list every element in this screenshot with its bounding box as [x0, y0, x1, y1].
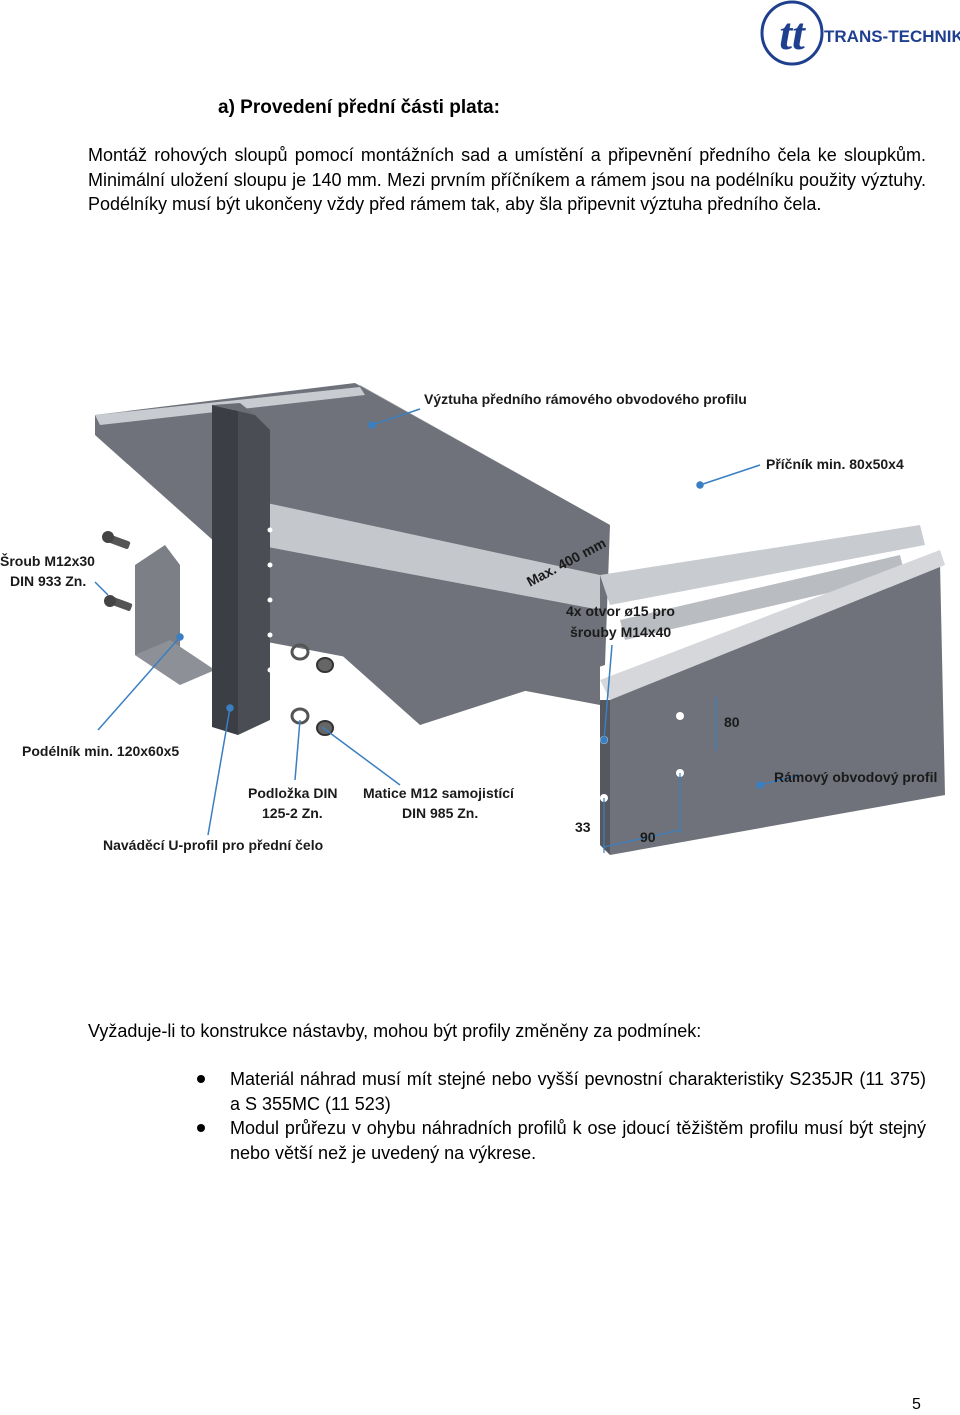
label-dim80: 80 — [724, 714, 740, 730]
label-otvor-1: 4x otvor ø15 pro — [566, 603, 675, 619]
trans-technik-logo: tt TRANS-TECHNIK — [752, 0, 960, 72]
front-frame-profile — [610, 563, 945, 855]
label-matice-2: DIN 985 Zn. — [402, 805, 478, 821]
list-item-text: Materiál náhrad musí mít stejné nebo vyš… — [230, 1069, 926, 1114]
label-dim33: 33 — [575, 819, 591, 835]
logo-mark: tt — [779, 8, 806, 59]
conditions-list: Materiál náhrad musí mít stejné nebo vyš… — [88, 1067, 926, 1165]
label-vyztuha: Výztuha předního rámového obvodového pro… — [424, 391, 747, 407]
list-item: Modul průřezu v ohybu náhradních profilů… — [88, 1116, 926, 1165]
list-item: Materiál náhrad musí mít stejné nebo vyš… — [88, 1067, 926, 1116]
u-profile-post — [212, 405, 238, 735]
section-heading: a) Provedení přední části plata: — [218, 97, 500, 118]
label-navadeci: Naváděcí U-profil pro přední čelo — [103, 837, 323, 853]
list-item-text: Modul průřezu v ohybu náhradních profilů… — [230, 1118, 926, 1163]
washer-1 — [290, 643, 310, 661]
label-sroub-2: DIN 933 Zn. — [10, 573, 86, 589]
nut-1 — [316, 657, 334, 673]
label-podlozka-1: Podložka DIN — [248, 785, 337, 801]
assembly-figure: Výztuha předního rámového obvodového pro… — [0, 375, 960, 875]
intro-paragraph: Montáž rohových sloupů pomocí montážních… — [88, 145, 926, 214]
label-dim90: 90 — [640, 829, 656, 845]
longitudinal-beam — [230, 495, 600, 610]
cross-member — [620, 555, 905, 640]
label-pricnik: Příčník min. 80x50x4 — [766, 456, 904, 472]
conditions-paragraph: Vyžaduje-li to konstrukce nástavby, moho… — [88, 1021, 702, 1041]
label-matice-1: Matice M12 samojistící — [363, 785, 515, 801]
page-number: 5 — [912, 1396, 921, 1413]
logo-text: TRANS-TECHNIK — [824, 27, 960, 46]
bolt-1 — [102, 531, 131, 549]
bolt-2 — [104, 595, 133, 611]
bullet-icon — [197, 1075, 205, 1083]
label-ramovy: Rámový obvodový profil — [774, 769, 937, 785]
label-podelnik: Podélník min. 120x60x5 — [22, 743, 179, 759]
label-sroub-1: Šroub M12x30 — [0, 552, 95, 569]
label-podlozka-2: 125-2 Zn. — [262, 805, 323, 821]
label-otvor-2: šrouby M14x40 — [570, 624, 671, 640]
bullet-icon — [197, 1124, 205, 1132]
